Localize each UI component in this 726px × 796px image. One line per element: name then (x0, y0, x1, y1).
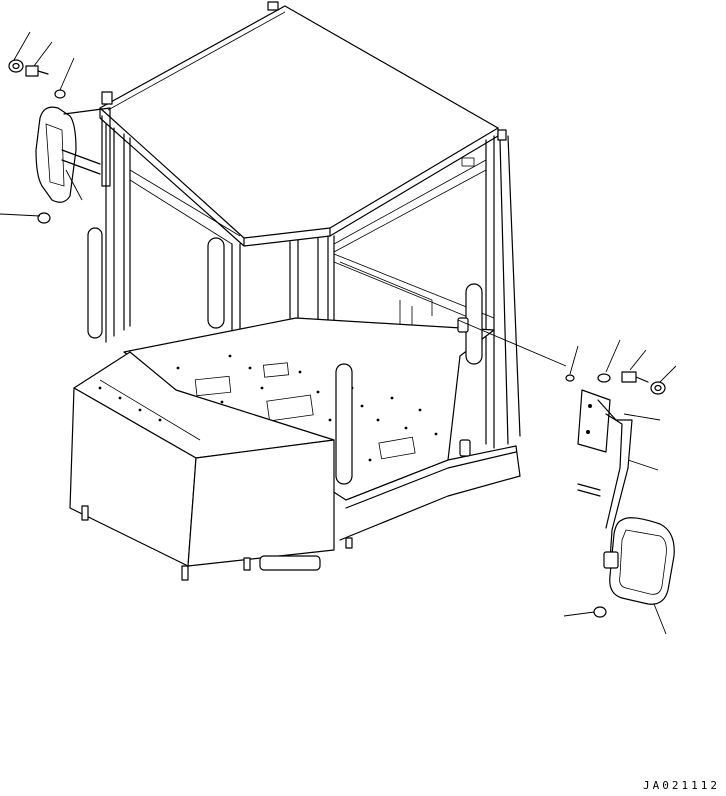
drawing-code: JA021112 (643, 779, 720, 792)
left-mirror-parts (8, 59, 66, 224)
right-mirror-bracket (577, 389, 633, 561)
left-mirror-assembly (0, 31, 113, 224)
left-mirror-bracket (61, 91, 113, 187)
cab-roof (99, 1, 507, 247)
right-mirror-leaders (457, 319, 677, 635)
cab-sill (339, 445, 521, 541)
right-mirror (603, 517, 675, 605)
cab-pillars (105, 123, 521, 449)
cab-front-box (69, 351, 353, 581)
right-mirror-parts (565, 371, 666, 618)
right-mirror-assembly (457, 319, 677, 635)
cab-step (259, 555, 321, 571)
left-mirror-leaders (0, 31, 83, 217)
left-mirror (35, 106, 77, 203)
cab-assembly (69, 1, 521, 581)
cab-grab-handles (87, 227, 483, 485)
